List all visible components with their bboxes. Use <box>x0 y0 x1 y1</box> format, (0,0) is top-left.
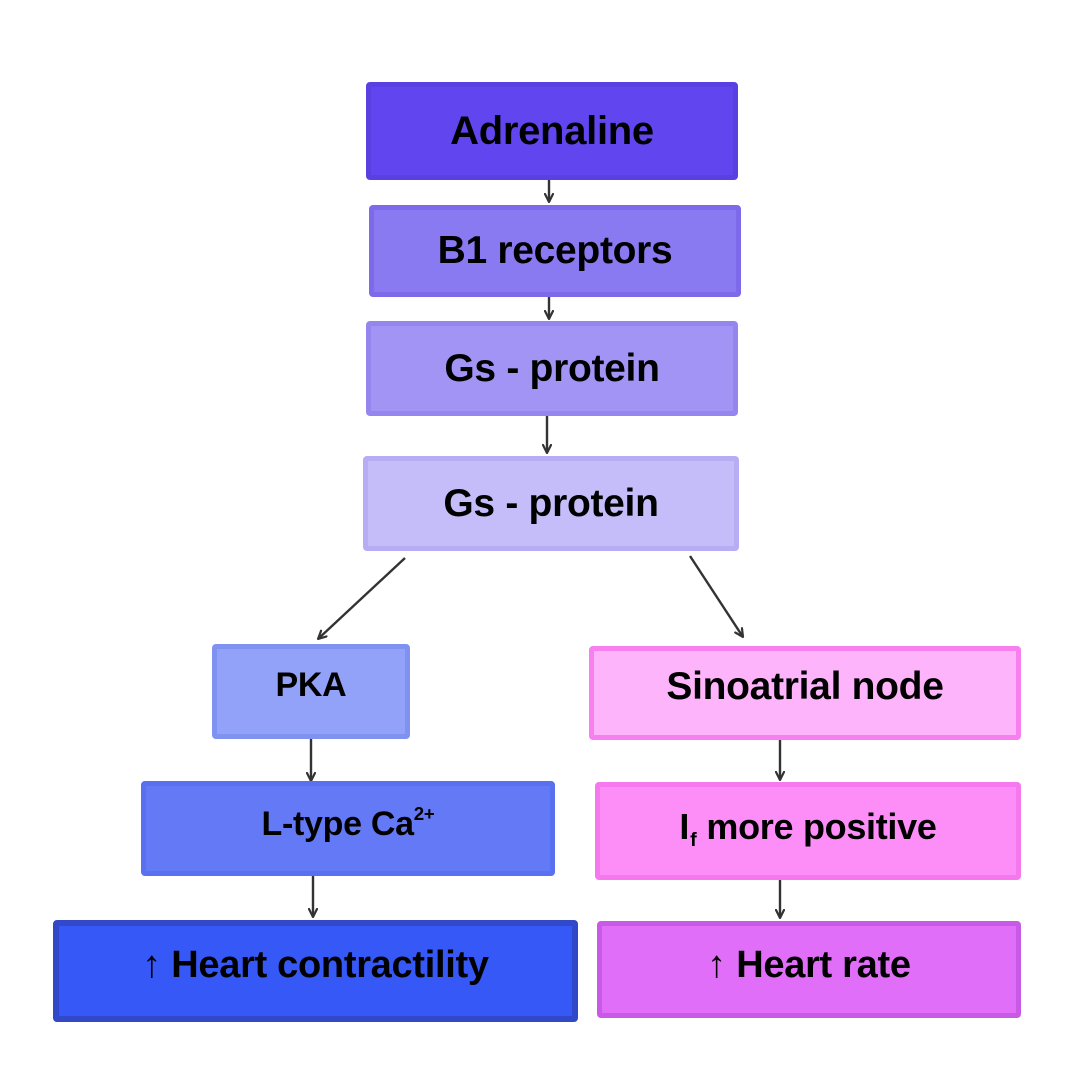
node-gs-protein-1-label: Gs - protein <box>444 346 660 390</box>
node-l-type-ca-label-superscript: 2+ <box>413 803 435 825</box>
node-l-type-ca-label: L-type Ca2+ <box>262 803 435 843</box>
node-gs-protein-1: Gs - protein <box>366 321 738 416</box>
arrow-gs2-to-sa-node <box>688 555 743 637</box>
node-pka-label: PKA <box>275 666 347 704</box>
node-if-label-subscript: f <box>690 828 697 851</box>
arrow-gs2-to-pka <box>318 557 406 639</box>
node-heart-contractility-label: ↑ Heart contractility <box>142 943 489 986</box>
node-sinoatrial-node: Sinoatrial node <box>589 646 1021 740</box>
node-gs-protein-2-label: Gs - protein <box>443 481 659 525</box>
node-sinoatrial-node-label: Sinoatrial node <box>666 665 944 708</box>
node-if-label-rest: more positive <box>706 806 937 848</box>
node-adrenaline-label: Adrenaline <box>450 108 654 153</box>
node-if-more-positive: If more positive <box>595 782 1021 880</box>
node-b1-receptors: B1 receptors <box>369 205 741 297</box>
node-heart-rate-label: ↑ Heart rate <box>707 944 911 986</box>
node-gs-protein-2: Gs - protein <box>363 456 739 551</box>
node-l-type-ca-label-main: L-type Ca <box>261 804 415 843</box>
node-pka: PKA <box>212 644 410 739</box>
node-adrenaline: Adrenaline <box>366 82 738 180</box>
node-if-more-positive-label: If more positive <box>679 806 936 852</box>
node-if-label-main: I <box>679 806 690 848</box>
node-b1-receptors-label: B1 receptors <box>437 229 673 272</box>
node-l-type-ca: L-type Ca2+ <box>141 781 555 876</box>
node-heart-rate: ↑ Heart rate <box>597 921 1021 1018</box>
node-heart-contractility: ↑ Heart contractility <box>53 920 578 1022</box>
